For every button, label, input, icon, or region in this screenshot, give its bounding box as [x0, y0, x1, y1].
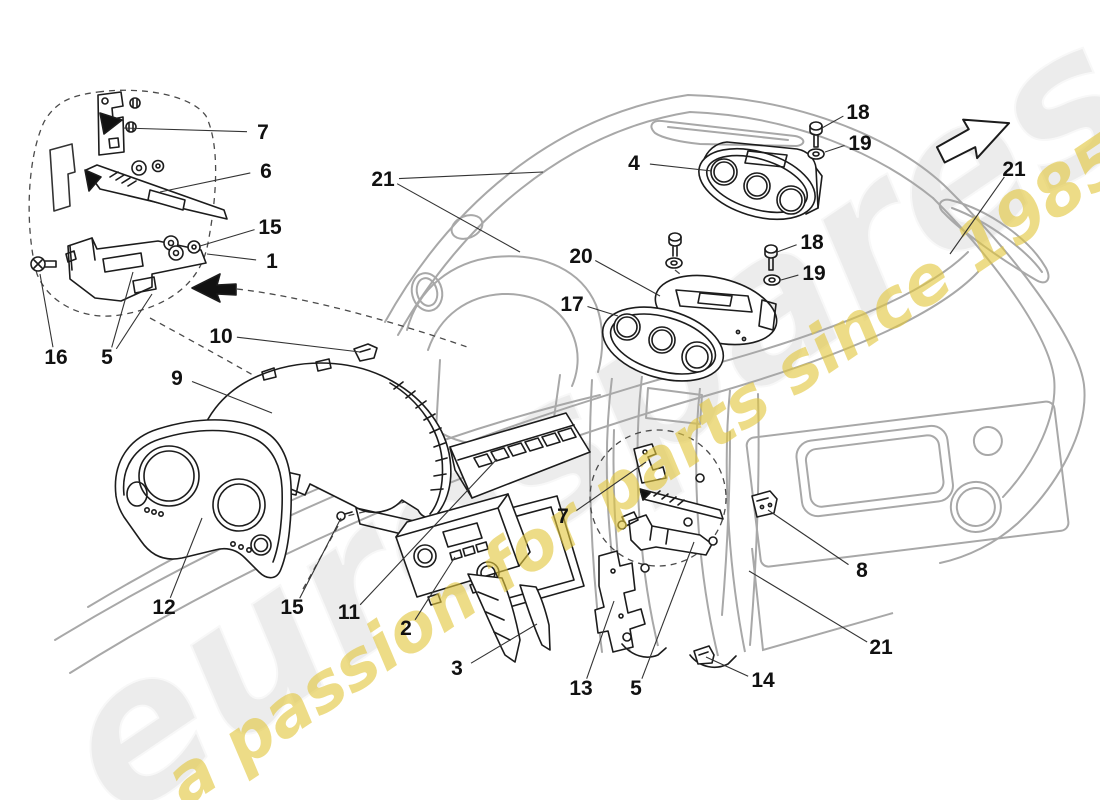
leader-line: [169, 517, 203, 599]
leader-line: [821, 115, 844, 129]
screw-18-mid: [764, 244, 778, 271]
leader-line: [115, 293, 153, 350]
inset-pointer-arrow-icon: [191, 273, 237, 303]
callout-label-10-6[interactable]: 10: [209, 325, 232, 348]
callout-label-14-25[interactable]: 14: [751, 669, 775, 692]
screw-18-top: [809, 121, 823, 148]
callout-label-20-12[interactable]: 20: [569, 245, 592, 268]
part-10-clip: [353, 343, 378, 362]
callout-label-1-3[interactable]: 1: [266, 250, 278, 273]
leader-line: [199, 229, 255, 247]
screw-washer-center: [665, 232, 683, 269]
leader-line: [111, 271, 134, 348]
leader-line: [595, 260, 661, 297]
leader-line: [780, 274, 799, 281]
callout-layer: 7 6 15 1 16 5 10 9 21 4 18 19 20 17 18 19 21 12 15 11 2 7 3 13 5…: [39, 101, 1026, 700]
leader-line: [586, 600, 615, 679]
callout-label-21-16[interactable]: 21: [1002, 158, 1026, 181]
part-5-support-bracket: [65, 235, 207, 302]
callout-label-7-21[interactable]: 7: [557, 505, 569, 528]
callout-label-13-23[interactable]: 13: [569, 677, 592, 700]
leader-line: [159, 172, 251, 193]
leader-line: [949, 176, 1005, 255]
leader-line: [587, 305, 619, 317]
callout-label-7-0[interactable]: 7: [257, 121, 269, 144]
inset-wall-plate: [49, 143, 76, 212]
part-2-climate-control: [395, 493, 531, 606]
callout-label-11-19[interactable]: 11: [338, 601, 361, 624]
part-8-clip: [751, 490, 778, 518]
callout-label-21-27[interactable]: 21: [869, 636, 893, 659]
leader-line: [705, 656, 749, 677]
leader-line: [824, 144, 845, 153]
trim-feet: [621, 643, 737, 669]
callout-label-3-22[interactable]: 3: [451, 657, 463, 680]
callout-label-2-20[interactable]: 2: [400, 617, 412, 640]
leader-line: [641, 541, 695, 679]
leader-line: [236, 336, 361, 353]
callout-label-19-11[interactable]: 19: [848, 132, 871, 155]
leader-line: [398, 171, 544, 180]
console-screws: [617, 473, 718, 642]
part-12-cluster-bezel: [114, 419, 292, 579]
leader-line: [191, 380, 273, 414]
leader-line: [767, 509, 849, 566]
switch-panel: [449, 412, 591, 499]
callout-label-15-2[interactable]: 15: [258, 216, 282, 239]
leader-line: [122, 127, 248, 133]
callout-label-5-24[interactable]: 5: [630, 677, 642, 700]
watermark-brand: eurospares: [18, 0, 1100, 800]
callout-label-9-7[interactable]: 9: [171, 367, 183, 390]
right-console-panel: [745, 400, 1070, 568]
console-rail: [639, 488, 724, 520]
leader-line: [776, 244, 797, 253]
callout-label-19-15[interactable]: 19: [802, 262, 825, 285]
leader-line: [470, 623, 538, 664]
washer-19-mid: [763, 274, 781, 286]
callout-label-16-4[interactable]: 16: [44, 346, 67, 369]
part-7-bracket-upper: [97, 91, 141, 156]
leader-line: [206, 253, 257, 261]
part-7-bracket-lower: [633, 443, 667, 484]
part-14-clip: [693, 645, 715, 665]
callout-label-18-10[interactable]: 18: [846, 101, 870, 124]
part-6-rail: [84, 159, 228, 220]
callout-label-12-17[interactable]: 12: [152, 596, 175, 619]
part-4-gauge-pod: [698, 141, 823, 221]
leader-line: [299, 517, 342, 599]
direction-arrow-icon: [935, 118, 1011, 164]
callout-label-17-13[interactable]: 17: [560, 293, 583, 316]
dashboard-body: [54, 94, 1086, 674]
leader-line: [649, 163, 713, 172]
part-13-bracket: [594, 550, 646, 653]
leader-line: [414, 556, 456, 621]
leader-line: [396, 183, 521, 253]
callout-label-15-18[interactable]: 15: [280, 596, 304, 619]
callout-label-6-1[interactable]: 6: [260, 160, 272, 183]
part-3-bracket: [467, 573, 551, 663]
leader-line: [576, 461, 647, 511]
part-15-screw-lower: [336, 511, 353, 521]
part-16-screw: [30, 256, 57, 272]
callout-label-18-14[interactable]: 18: [800, 231, 824, 254]
callout-label-5-5[interactable]: 5: [101, 346, 113, 369]
leader-line: [359, 458, 498, 606]
callout-label-21-8[interactable]: 21: [371, 168, 395, 191]
part-17-gauge-bezel: [601, 306, 725, 382]
leader-line: [748, 570, 868, 643]
callout-label-4-9[interactable]: 4: [628, 152, 640, 175]
callout-label-8-26[interactable]: 8: [856, 559, 868, 582]
washer-19-top: [807, 148, 825, 160]
leader-line: [39, 273, 54, 348]
